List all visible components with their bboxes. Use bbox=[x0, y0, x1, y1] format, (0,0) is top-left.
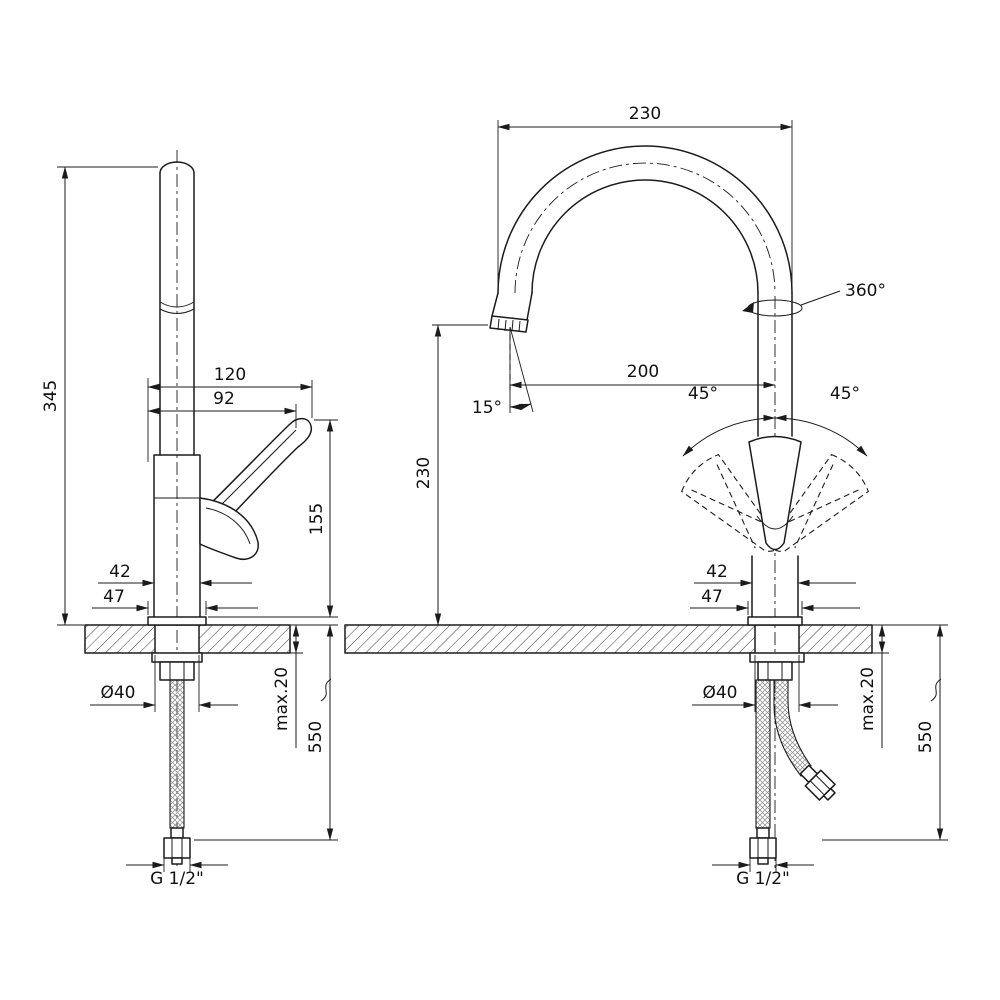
handle-front bbox=[747, 435, 803, 626]
gooseneck-spout bbox=[489, 145, 793, 437]
dim-max20-right-label: max.20 bbox=[858, 667, 878, 731]
dim-92: 92 bbox=[147, 389, 297, 428]
dim-550-left: 550 bbox=[194, 624, 338, 841]
dim-345-label: 345 bbox=[41, 380, 61, 412]
dim-200-label: 200 bbox=[627, 362, 659, 382]
hose-angled-fitting bbox=[799, 764, 836, 801]
dim-hole-right: Ø40 bbox=[692, 655, 838, 712]
dim-hole-right-label: Ø40 bbox=[702, 683, 737, 703]
dim-47-left: 47 bbox=[92, 587, 258, 615]
supply-hose-left bbox=[151, 652, 203, 865]
dim-92-label: 92 bbox=[213, 389, 235, 409]
dim-155: 155 bbox=[208, 419, 338, 618]
dim-max20-left-label: max.20 bbox=[272, 667, 292, 731]
right-view: 45° 45° 15° 230 360° 200 230 bbox=[344, 104, 948, 889]
outlet-angle: 15° bbox=[472, 326, 534, 418]
dim-230-top-label: 230 bbox=[629, 104, 661, 124]
faucet-side-outline bbox=[147, 161, 313, 626]
dim-120-label: 120 bbox=[214, 365, 246, 385]
dim-47-right-label: 47 bbox=[701, 587, 723, 607]
handle-swing-arcs: 45° 45° bbox=[682, 384, 868, 457]
swivel-indicator bbox=[742, 290, 841, 317]
dim-thread-left: G 1/2" bbox=[126, 858, 228, 889]
dim-47-left-label: 47 bbox=[103, 587, 125, 607]
hose-angled bbox=[773, 679, 812, 777]
dim-45-right-label: 45° bbox=[830, 384, 860, 404]
dim-thread-right: G 1/2" bbox=[712, 858, 814, 889]
dim-hole-left-label: Ø40 bbox=[100, 683, 135, 703]
base-flange-left bbox=[147, 616, 207, 626]
countertop-left bbox=[84, 624, 291, 654]
dim-230-top: 230 bbox=[497, 104, 793, 284]
dim-42-right: 42 bbox=[694, 562, 856, 587]
dim-200: 200 bbox=[509, 334, 776, 393]
dim-42-left: 42 bbox=[98, 562, 252, 587]
break-symbol bbox=[320, 678, 332, 702]
dim-thread-right-label: G 1/2" bbox=[736, 869, 790, 889]
dim-550-right-label: 550 bbox=[916, 721, 936, 753]
rotation-arrowhead bbox=[742, 302, 754, 313]
dim-42-right-label: 42 bbox=[706, 562, 728, 582]
dim-230-vertical: 230 bbox=[414, 324, 488, 626]
base-flange-right bbox=[747, 616, 803, 626]
dim-360-label: 360° bbox=[845, 281, 886, 301]
dim-155-label: 155 bbox=[307, 503, 327, 535]
countertop-right bbox=[344, 624, 873, 654]
dim-120: 120 bbox=[147, 365, 313, 462]
break-symbol bbox=[930, 678, 942, 702]
dim-42-left-label: 42 bbox=[109, 562, 131, 582]
dim-360: 360° bbox=[845, 281, 886, 301]
cartridge-dome-side bbox=[199, 497, 259, 560]
aerator-cap bbox=[489, 315, 529, 333]
left-view: 345 120 92 155 42 47 bbox=[41, 150, 338, 889]
dim-max20-right: max.20 bbox=[858, 624, 889, 748]
dim-550-left-label: 550 bbox=[306, 721, 326, 753]
dim-550-right: 550 bbox=[822, 624, 948, 841]
spout-centerline-arc bbox=[514, 162, 776, 294]
dim-thread-left-label: G 1/2" bbox=[150, 869, 204, 889]
supply-hoses-right bbox=[749, 652, 836, 865]
dim-hole-left: Ø40 bbox=[90, 655, 238, 712]
dim-47-right: 47 bbox=[690, 587, 860, 615]
dim-45-left-label: 45° bbox=[688, 384, 718, 404]
dim-230-vertical-label: 230 bbox=[414, 457, 434, 489]
dim-345: 345 bbox=[41, 166, 158, 626]
dim-15-label: 15° bbox=[472, 398, 502, 418]
